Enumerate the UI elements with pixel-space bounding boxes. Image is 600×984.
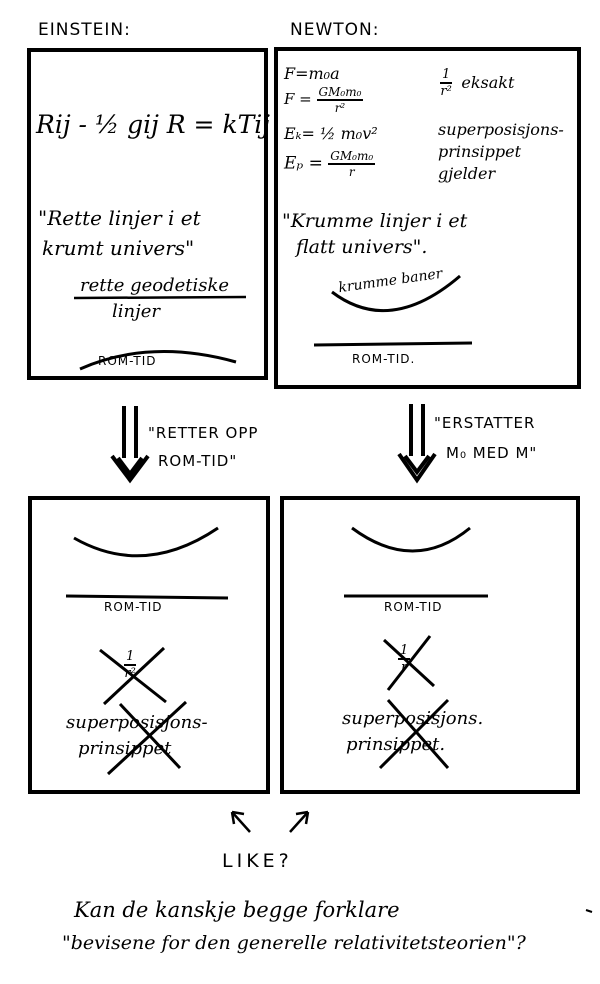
newton-superposition-line1: superposisjons-: [438, 120, 564, 139]
newton-superposition-line3: gjelder: [438, 164, 496, 183]
bottom-right-inverse-num: 1: [398, 643, 411, 660]
bottom-left-superposition-line2: prinsippet: [78, 738, 172, 759]
einstein-geodesic-line1: rette geodetiske: [80, 275, 230, 296]
newton-eq-potential-lhs: Eₚ =: [284, 153, 323, 174]
newton-quote-line2: flatt univers".: [296, 236, 428, 258]
bottom-left-inverse-num: 1: [124, 649, 137, 666]
left-arrow-caption-line2: ROM-TID": [158, 452, 238, 470]
newton-eq-potential-den: r: [348, 165, 355, 179]
einstein-quote-line1: "Rette linjer i et: [38, 206, 201, 230]
footer-question-line1: Kan de kanskje begge forklare: [74, 898, 400, 922]
newton-quote-line1: "Krumme linjer i et: [282, 210, 468, 232]
bottom-right-inverse-den: r: [401, 660, 408, 675]
einstein-spacetime-label: ROM-TID: [98, 354, 157, 368]
bottom-left-superposition-line1: superposisjons-: [66, 712, 208, 733]
like-arrow-left: [230, 810, 251, 833]
right-arrow-caption-line1: "ERSTATTER: [434, 414, 536, 432]
bottom-left-inverse-den: r²: [124, 666, 136, 681]
newton-eq-force: F=m₀a: [284, 64, 340, 83]
newton-inverse-square-num: 1: [440, 67, 453, 84]
newton-superposition-line2: prinsippet: [438, 142, 522, 161]
like-arrow-right: [289, 810, 310, 833]
left-down-arrow: [110, 406, 150, 484]
footer-question-line2: "bevisene for den generelle relativitets…: [62, 932, 526, 954]
einstein-geodesic-line2: linjer: [112, 301, 160, 322]
right-down-arrow: [397, 404, 437, 484]
newton-eq-kinetic: Eₖ= ½ m₀v²: [284, 124, 378, 143]
newton-eq-gravity-lhs: F =: [284, 90, 312, 108]
bottom-right-superposition-line1: superposisjons.: [342, 708, 484, 729]
bottom-right-superposition-line2: prinsippet.: [346, 734, 446, 755]
newton-heading: NEWTON:: [290, 20, 380, 40]
newton-inverse-square-den: r²: [440, 84, 452, 99]
like-label: LIKE?: [222, 850, 293, 872]
einstein-field-equation: Rij - ½ gij R = kTij: [36, 110, 271, 139]
bottom-left-spacetime-label: ROM-TID: [104, 600, 163, 614]
newton-eq-gravity-num: GM₀m₀: [316, 85, 364, 101]
left-arrow-caption-line1: "RETTER OPP: [148, 424, 259, 442]
newton-inverse-square-note: eksakt: [461, 72, 515, 92]
einstein-quote-line2: krumt univers": [42, 236, 195, 260]
einstein-panel: [27, 48, 268, 380]
newton-eq-gravity-den: r²: [334, 101, 346, 115]
einstein-heading: EINSTEIN:: [38, 20, 131, 40]
footer-mark: [585, 909, 593, 913]
newton-eq-potential-num: GM₀m₀: [328, 149, 376, 165]
right-arrow-caption-line2: M₀ MED M": [446, 444, 538, 462]
newton-panel: [274, 47, 581, 389]
bottom-right-spacetime-label: ROM-TID: [384, 600, 443, 614]
newton-spacetime-label: ROM-TID.: [352, 352, 416, 366]
